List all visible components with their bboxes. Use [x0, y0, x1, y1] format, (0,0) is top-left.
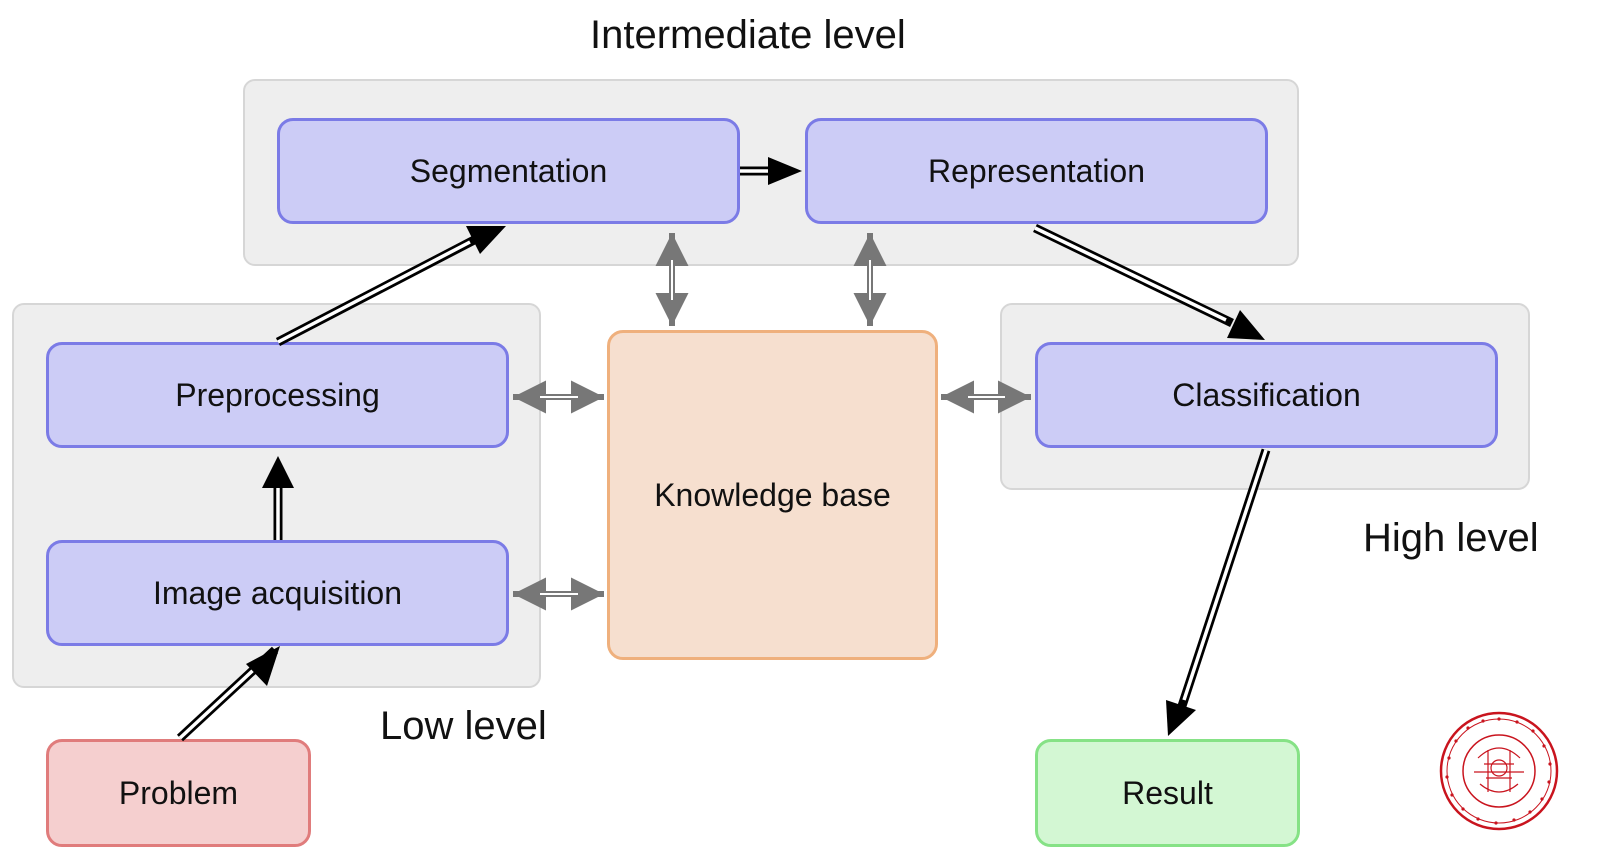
preprocessing-node: Preprocessing: [46, 342, 509, 448]
flow-arrow-segmentation-to-representation: [740, 157, 802, 185]
flow-arrow-classification-to-result: [1166, 448, 1271, 736]
flow-arrow-problem-to-acquisition: [176, 646, 280, 742]
classification-label: Classification: [1172, 376, 1361, 413]
image-acquisition-label: Image acquisition: [152, 574, 403, 611]
intermediate-level-label: Intermediate level: [590, 13, 906, 57]
representation-node: Representation: [805, 118, 1268, 224]
preprocessing-label: Preprocessing: [175, 376, 380, 413]
high-level-label: High level: [1363, 516, 1539, 560]
problem-label: Problem: [118, 774, 239, 811]
segmentation-node: Segmentation: [277, 118, 740, 224]
classification-node: Classification: [1035, 342, 1498, 448]
knowledge-base-label: Knowledge base: [654, 476, 891, 513]
result-label: Result: [1122, 774, 1213, 811]
university-seal-icon: [1439, 711, 1559, 831]
segmentation-label: Segmentation: [409, 152, 608, 189]
result-node: Result: [1035, 739, 1300, 847]
problem-node: Problem: [46, 739, 311, 847]
knowledge-base-node: Knowledge base: [607, 330, 938, 660]
representation-label: Representation: [927, 152, 1146, 189]
flow-arrow-preprocessing-to-segmentation: [275, 226, 506, 346]
low-level-label: Low level: [380, 704, 547, 748]
flow-arrow-representation-to-classification: [1033, 223, 1265, 340]
flow-arrow-acquisition-to-preprocessing: [262, 456, 294, 540]
image-acquisition-node: Image acquisition: [46, 540, 509, 646]
